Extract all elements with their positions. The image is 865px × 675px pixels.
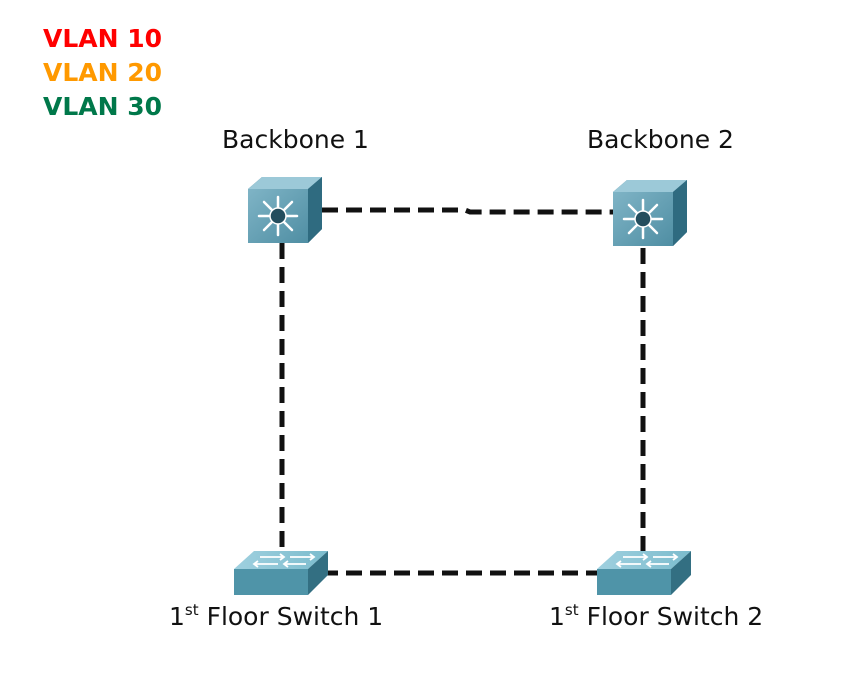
floor1-label-prefix: 1 [169,602,185,631]
floor2-switch-icon[interactable] [597,551,691,595]
legend-vlan-30: VLAN 30 [43,92,163,121]
legend-vlan-20: VLAN 20 [43,58,163,87]
backbone2-multilayer-switch-icon[interactable] [613,180,687,246]
links [279,207,646,576]
floor1-switch-icon[interactable] [234,551,328,595]
backbone1-label: Backbone 1 [222,125,369,154]
floor1-label-sup: st [184,601,199,619]
floor1-label: 1st Floor Switch 1 [169,601,383,631]
floor2-label-sup: st [564,601,579,619]
floor2-label-prefix: 1 [549,602,565,631]
backbone2-label: Backbone 2 [587,125,734,154]
floor2-label-suffix: Floor Switch 2 [586,602,764,631]
backbone1-multilayer-switch-icon[interactable] [248,177,322,243]
vlan-legend: VLAN 10 VLAN 20 VLAN 30 [43,22,162,124]
legend-vlan-10: VLAN 10 [43,24,163,53]
link-backbone1-backbone2 [322,207,614,215]
floor1-label-suffix: Floor Switch 1 [206,602,384,631]
floor2-label: 1st Floor Switch 2 [549,601,763,631]
